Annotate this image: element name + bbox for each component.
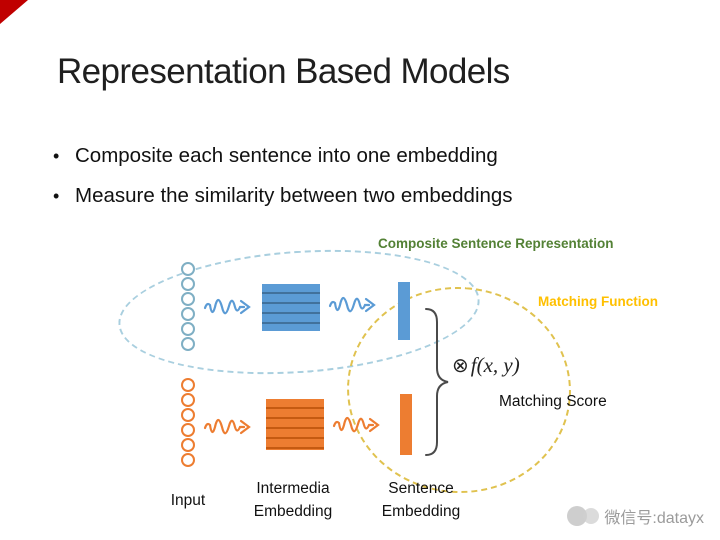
input-circle: [181, 292, 195, 306]
input-circle: [181, 262, 195, 276]
matching-score-label: Matching Score: [499, 393, 607, 410]
intermedia-embedding-label: Intermedia Embedding: [245, 477, 341, 523]
sentence-label-line2: Embedding: [381, 503, 461, 520]
wave-arrow-icon: [203, 418, 251, 435]
wave-arrow-icon: [332, 416, 380, 433]
slide-corner-accent: [0, 0, 28, 24]
matching-formula: ⊗ f(x, y): [452, 353, 520, 378]
bullet-item: • Measure the similarity between two emb…: [53, 182, 513, 210]
intermedia-embedding-block-bottom: [266, 399, 324, 450]
sentence-label-line1: Sentence: [388, 480, 454, 497]
input-circle: [181, 307, 195, 321]
bullet-text: Composite each sentence into one embeddi…: [75, 144, 498, 167]
input-circle: [181, 277, 195, 291]
bullet-item: • Composite each sentence into one embed…: [53, 142, 513, 170]
input-circle: [181, 408, 195, 422]
sentence-embedding-label: Sentence Embedding: [374, 477, 468, 523]
sentence-embedding-bar-top: [398, 282, 410, 340]
matching-function-label: Matching Function: [538, 294, 658, 309]
sentence-embedding-bar-bottom: [400, 394, 412, 455]
input-label: Input: [170, 492, 206, 509]
intermedia-label-line2: Embedding: [253, 503, 333, 520]
watermark-logo-icon: [567, 506, 588, 526]
input-circle: [181, 337, 195, 351]
bullet-marker-icon: •: [53, 186, 60, 206]
input-circle: [181, 453, 195, 467]
otimes-symbol: ⊗: [452, 355, 469, 377]
input-circle: [181, 438, 195, 452]
wave-arrow-icon: [203, 298, 251, 315]
watermark: 微信号:datayx: [567, 504, 704, 528]
input-circle: [181, 378, 195, 392]
wave-arrow-icon: [328, 296, 376, 313]
watermark-text: 微信号:datayx: [604, 510, 704, 527]
input-circle: [181, 322, 195, 336]
watermark-logo-icon: [583, 508, 600, 524]
formula-text: f(x, y): [470, 353, 520, 377]
bullet-text: Measure the similarity between two embed…: [75, 184, 513, 207]
slide-title: Representation Based Models: [57, 52, 510, 91]
input-circle: [181, 393, 195, 407]
intermedia-label-line1: Intermedia: [256, 480, 330, 497]
composite-representation-label: Composite Sentence Representation: [378, 236, 614, 251]
bullet-marker-icon: •: [53, 146, 60, 166]
curly-brace-icon: [425, 308, 449, 456]
input-circle: [181, 423, 195, 437]
bullet-list: • Composite each sentence into one embed…: [53, 142, 513, 222]
intermedia-embedding-block-top: [262, 284, 320, 331]
